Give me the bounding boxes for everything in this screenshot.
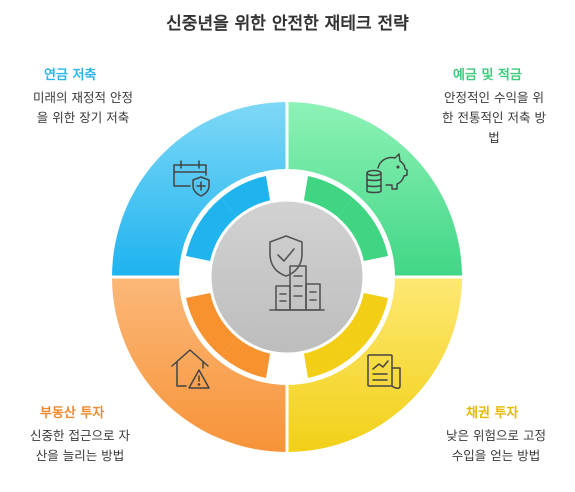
pension-description: 미래의 재정적 안정 을 위한 장기 저축 [18, 88, 148, 128]
deposit-description: 안정적인 수익을 위 한 전통적인 저축 방 법 [428, 88, 560, 148]
realestate-desc-line: 산을 늘리는 방법 [35, 448, 125, 463]
document-chart-icon [367, 354, 401, 389]
bond-heading: 채권 투자 [466, 406, 519, 421]
shield-buildings-icon [269, 235, 325, 311]
diagram-title: 신중년을 위한 안전한 재테크 전략 [166, 14, 409, 34]
realestate-description: 신중한 접근으로 자 산을 늘리는 방법 [12, 426, 148, 466]
bond-desc-line: 낮은 위험으로 고정 [446, 428, 546, 443]
pension-segment [112, 102, 287, 277]
bond-desc-line: 수입을 얻는 방법 [451, 448, 541, 463]
pension-heading: 연금 저축 [44, 68, 97, 83]
center-circle [208, 198, 366, 356]
deposit-desc-line: 법 [488, 130, 500, 145]
pension-desc-line: 미래의 재정적 안정 [33, 90, 133, 105]
deposit-segment [287, 102, 462, 277]
realestate-desc-line: 신중한 접근으로 자 [30, 428, 130, 443]
pension-desc-line: 을 위한 장기 저축 [36, 110, 130, 125]
inner-arcs [186, 176, 388, 378]
realestate-heading: 부동산 투자 [40, 406, 105, 421]
house-warning-icon [171, 349, 210, 389]
deposit-desc-line: 안정적인 수익을 위 [444, 90, 544, 105]
bond-description: 낮은 위험으로 고정 수입을 얻는 방법 [428, 426, 564, 466]
deposit-desc-line: 한 전통적인 저축 방 [442, 110, 546, 125]
bond-segment [287, 277, 462, 452]
deposit-heading: 예금 및 적금 [453, 68, 522, 83]
calendar-shield-icon [173, 160, 210, 197]
realestate-segment [112, 277, 287, 452]
piggy-bank-coins-icon [366, 153, 408, 194]
